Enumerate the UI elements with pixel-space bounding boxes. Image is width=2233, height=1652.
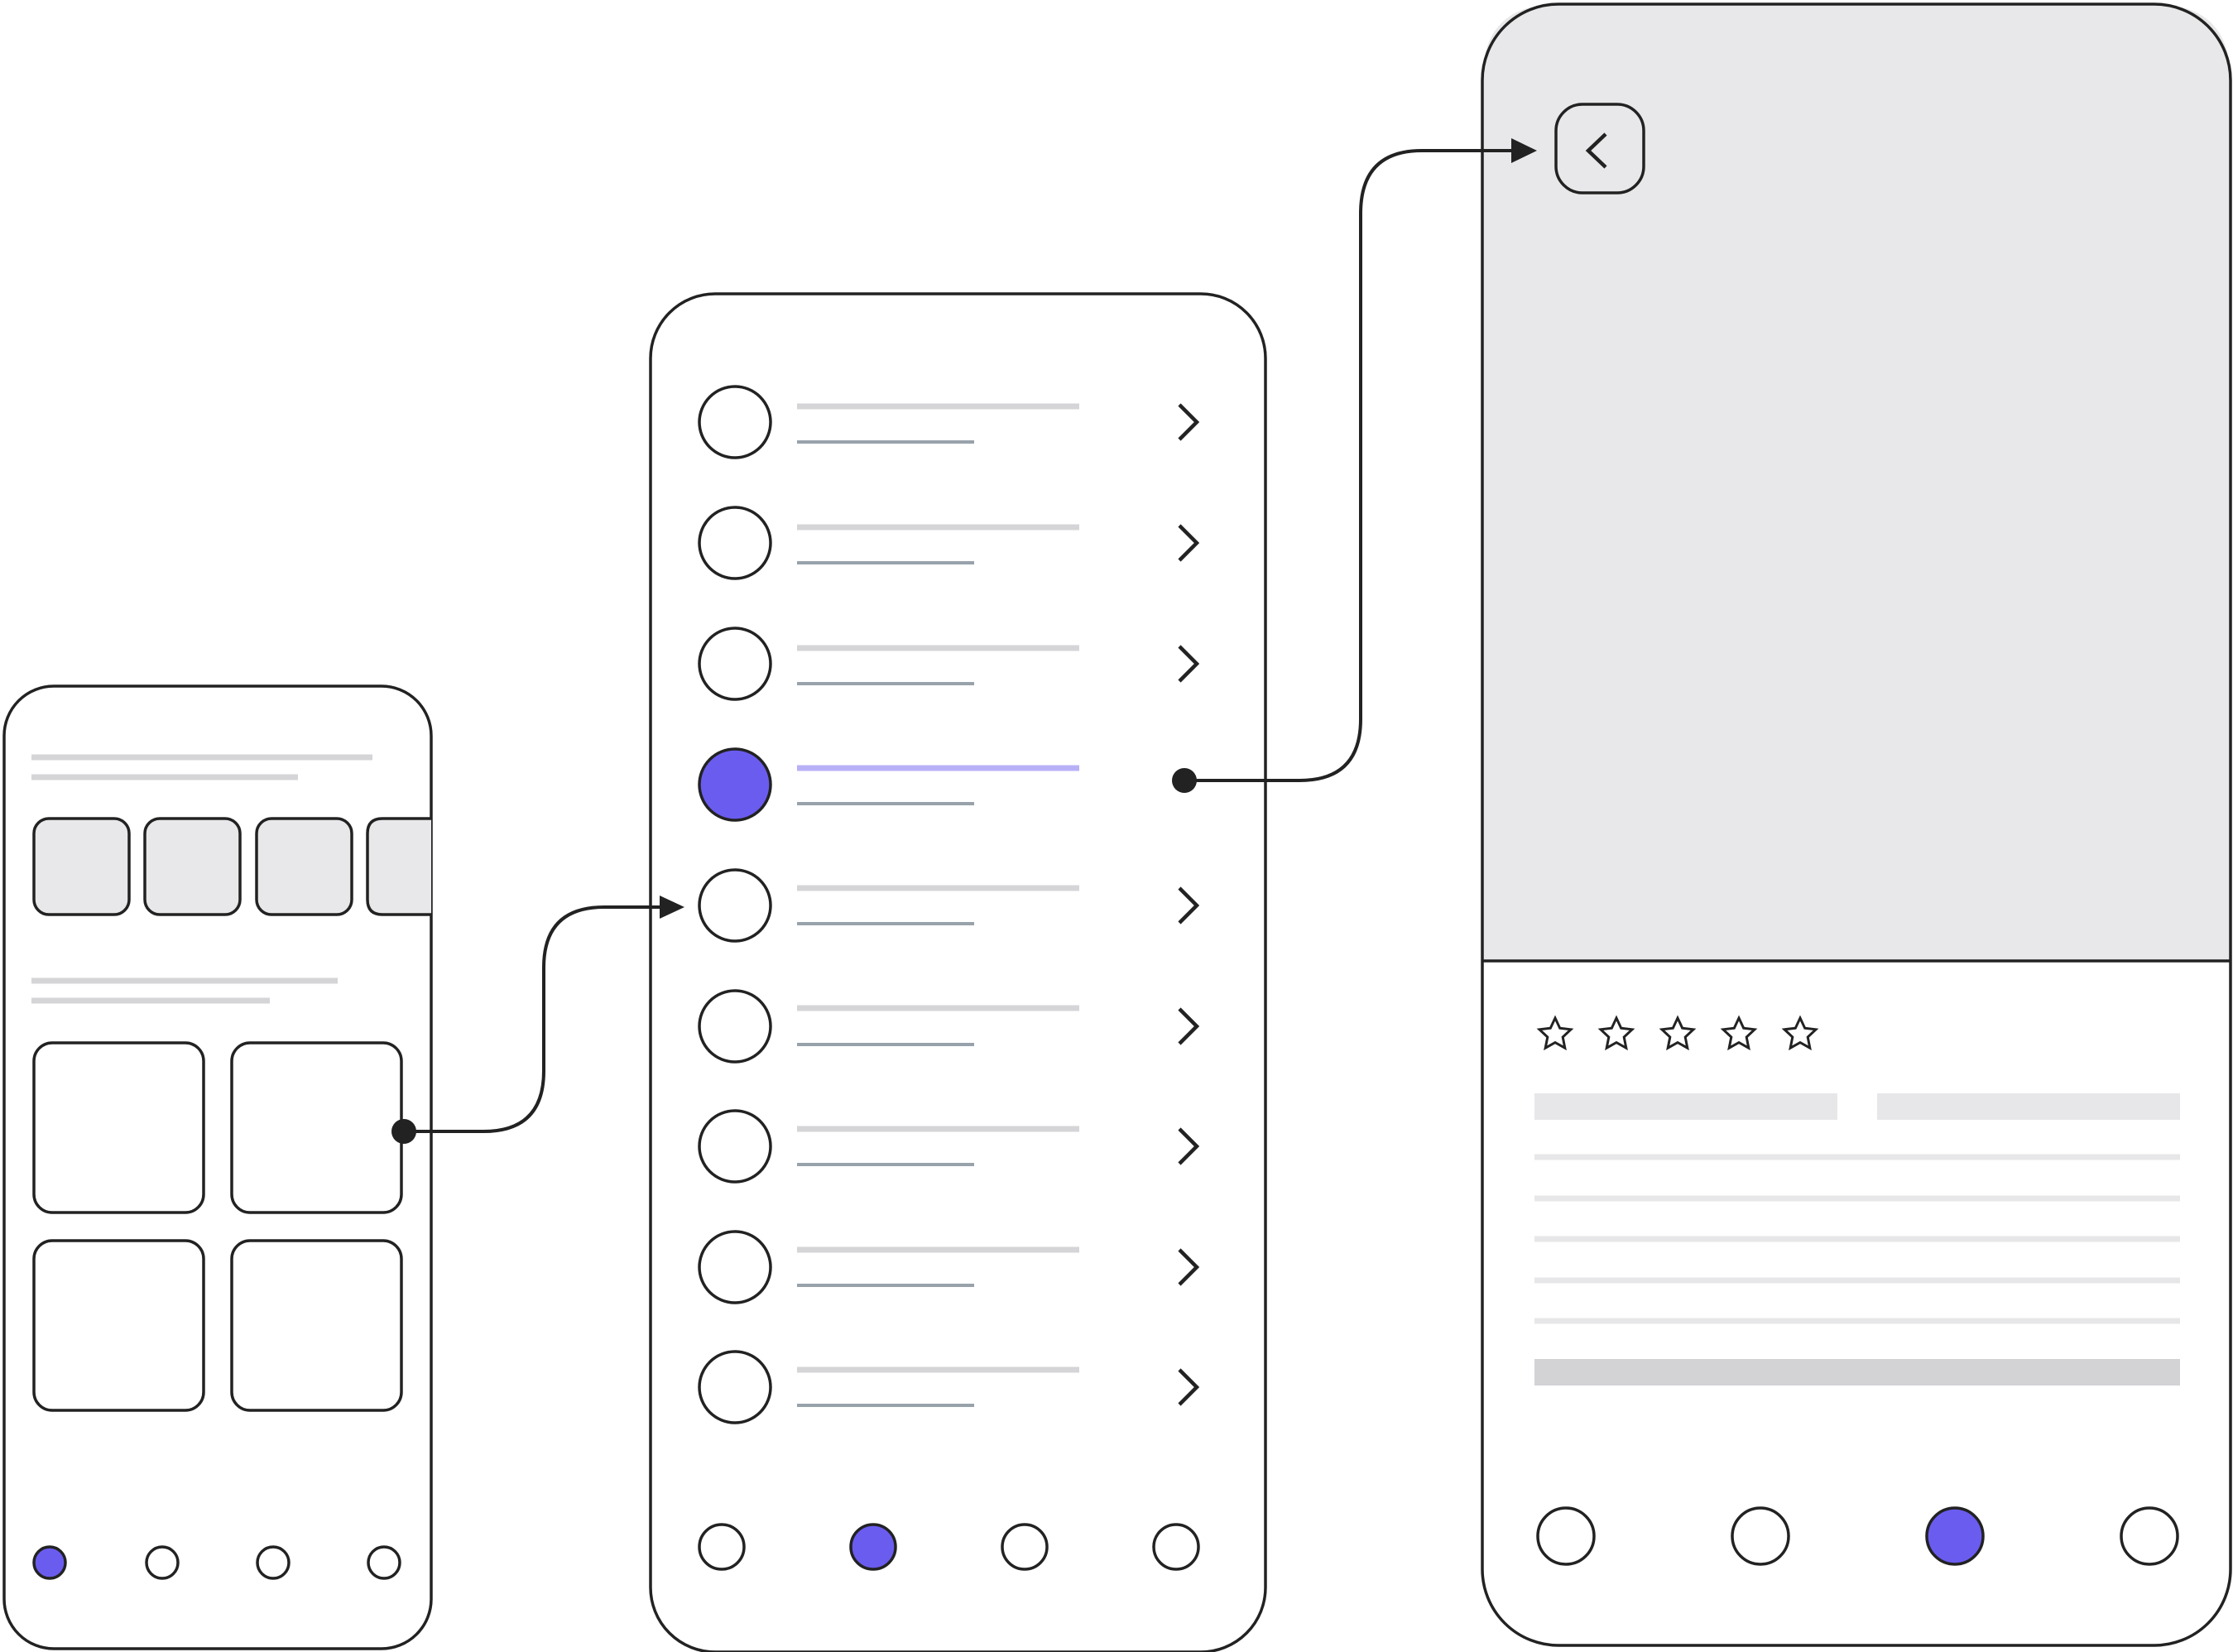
detail-screen-frame	[1481, 2, 2232, 1647]
list-item-avatar	[698, 1109, 772, 1184]
grid-card[interactable]	[230, 1041, 403, 1214]
list-item[interactable]	[698, 627, 1200, 701]
list-screen	[649, 292, 1267, 1652]
list-item-avatar	[698, 385, 772, 459]
nav-dot-active[interactable]	[849, 1523, 897, 1571]
list-item-selected[interactable]	[698, 747, 1079, 822]
detail-hero-image	[1482, 4, 2231, 961]
list-item-avatar	[698, 868, 772, 943]
list-item[interactable]	[698, 868, 1200, 943]
nav-dot[interactable]	[2120, 1506, 2179, 1566]
flow-connector-list-to-detail	[1172, 138, 1537, 793]
star-icon[interactable]	[1781, 1015, 1819, 1051]
connector-path	[404, 905, 662, 1133]
list-item-avatar	[698, 989, 772, 1064]
carousel-card-partial[interactable]	[366, 817, 431, 916]
nav-dot[interactable]	[256, 1545, 291, 1580]
chevron-right-icon	[1178, 886, 1200, 924]
chevron-right-icon	[1178, 403, 1200, 441]
list-item[interactable]	[698, 1109, 1200, 1184]
list-item-avatar	[698, 1230, 772, 1304]
list-item[interactable]	[698, 385, 1200, 459]
star-icon[interactable]	[1720, 1015, 1758, 1051]
star-icon[interactable]	[1536, 1015, 1574, 1051]
home-bottom-nav	[32, 1545, 401, 1580]
nav-dot[interactable]	[1731, 1506, 1790, 1566]
rating-stars	[1536, 1015, 1819, 1051]
nav-dot[interactable]	[367, 1545, 401, 1580]
list-item-avatar-selected	[698, 747, 772, 822]
back-button-frame[interactable]	[1554, 103, 1645, 194]
arrow-head-icon	[1511, 138, 1537, 163]
detail-tag-placeholder	[1877, 1093, 2180, 1120]
grid-card[interactable]	[32, 1041, 205, 1214]
star-icon[interactable]	[1659, 1015, 1697, 1051]
detail-bottom-nav	[1536, 1506, 2179, 1566]
carousel-card[interactable]	[32, 817, 131, 916]
nav-dot[interactable]	[698, 1523, 746, 1571]
nav-dot[interactable]	[145, 1545, 180, 1580]
nav-dot[interactable]	[1001, 1523, 1049, 1571]
home-carousel	[32, 817, 431, 916]
list-item-avatar	[698, 506, 772, 580]
chevron-right-icon	[1178, 1368, 1200, 1406]
list-item[interactable]	[698, 989, 1200, 1064]
detail-back-button[interactable]	[1554, 103, 1645, 194]
nav-dot-active[interactable]	[1925, 1506, 1985, 1566]
arrow-head-icon	[660, 896, 684, 919]
list-screen-frame	[649, 292, 1267, 1652]
chevron-right-icon	[1178, 524, 1200, 562]
detail-tag-placeholder	[1534, 1093, 1837, 1120]
chevron-left-icon	[1585, 132, 1607, 169]
detail-screen	[1481, 2, 2232, 1647]
home-grid	[32, 1041, 403, 1412]
list-item-avatar	[698, 1350, 772, 1424]
list-bottom-nav	[698, 1523, 1200, 1571]
chevron-right-icon	[1178, 1007, 1200, 1045]
carousel-card[interactable]	[143, 817, 242, 916]
grid-card[interactable]	[32, 1239, 205, 1412]
list-item[interactable]	[698, 1230, 1200, 1304]
star-icon[interactable]	[1597, 1015, 1635, 1051]
chevron-right-icon	[1178, 645, 1200, 683]
home-screen	[2, 684, 433, 1650]
nav-dot[interactable]	[1536, 1506, 1596, 1566]
chevron-right-icon	[1178, 1248, 1200, 1286]
list-item-avatar	[698, 627, 772, 701]
grid-card[interactable]	[230, 1239, 403, 1412]
connector-path	[1184, 149, 1515, 782]
detail-action-bar-placeholder[interactable]	[1534, 1359, 2180, 1385]
list-item[interactable]	[698, 506, 1200, 580]
nav-dot-active[interactable]	[32, 1545, 67, 1580]
chevron-right-icon	[1178, 1127, 1200, 1165]
carousel-card[interactable]	[255, 817, 353, 916]
flow-connector-home-to-list	[391, 896, 684, 1144]
list-items	[698, 385, 1200, 1424]
nav-dot[interactable]	[1152, 1523, 1200, 1571]
list-item[interactable]	[698, 1350, 1200, 1424]
